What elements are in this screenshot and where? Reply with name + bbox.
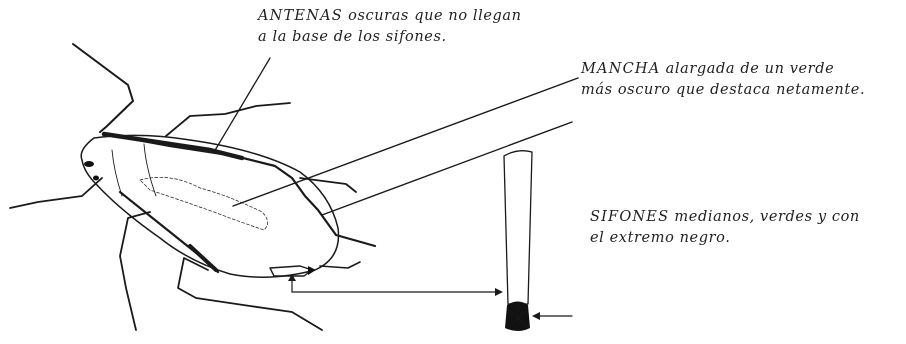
- sifones-keyword: SIFONES: [590, 209, 670, 225]
- annotation-antenas: ANTENAS oscuras que no llegan a la base …: [258, 6, 522, 48]
- antenas-line-2: a la base de los sifones.: [258, 29, 447, 45]
- enlarged-siphon: [503, 150, 533, 331]
- sifones-line-1: SIFONES medianos, verdes y con: [590, 207, 860, 228]
- sifones-line-2: el extremo negro.: [590, 230, 731, 246]
- sifon-body-leader-line: [321, 121, 573, 216]
- siphon-tip-arrow: [532, 312, 573, 320]
- mancha-line-1-rest: alargada de un verde: [660, 61, 835, 77]
- antenas-keyword: ANTENAS: [258, 8, 343, 24]
- mancha-keyword: MANCHA: [581, 61, 661, 77]
- annotation-sifones: SIFONES medianos, verdes y con el extrem…: [590, 207, 860, 249]
- mancha-line-1: MANCHA alargada de un verde: [581, 59, 865, 80]
- mancha-leader-line: [232, 77, 579, 207]
- siphon-connector-arrow: [288, 274, 503, 296]
- mancha-line-2: más oscuro que destaca netamente.: [581, 82, 866, 98]
- sifones-line-1-rest: medianos, verdes y con: [669, 209, 860, 225]
- siphon-dark-tip: [505, 301, 530, 331]
- aphid-body: [9, 43, 377, 331]
- antenas-leader-line: [213, 57, 271, 153]
- antenas-line-1-rest: oscuras que no llegan: [342, 8, 522, 24]
- annotation-mancha: MANCHA alargada de un verde más oscuro q…: [581, 59, 865, 101]
- antenas-line-1: ANTENAS oscuras que no llegan: [258, 6, 522, 27]
